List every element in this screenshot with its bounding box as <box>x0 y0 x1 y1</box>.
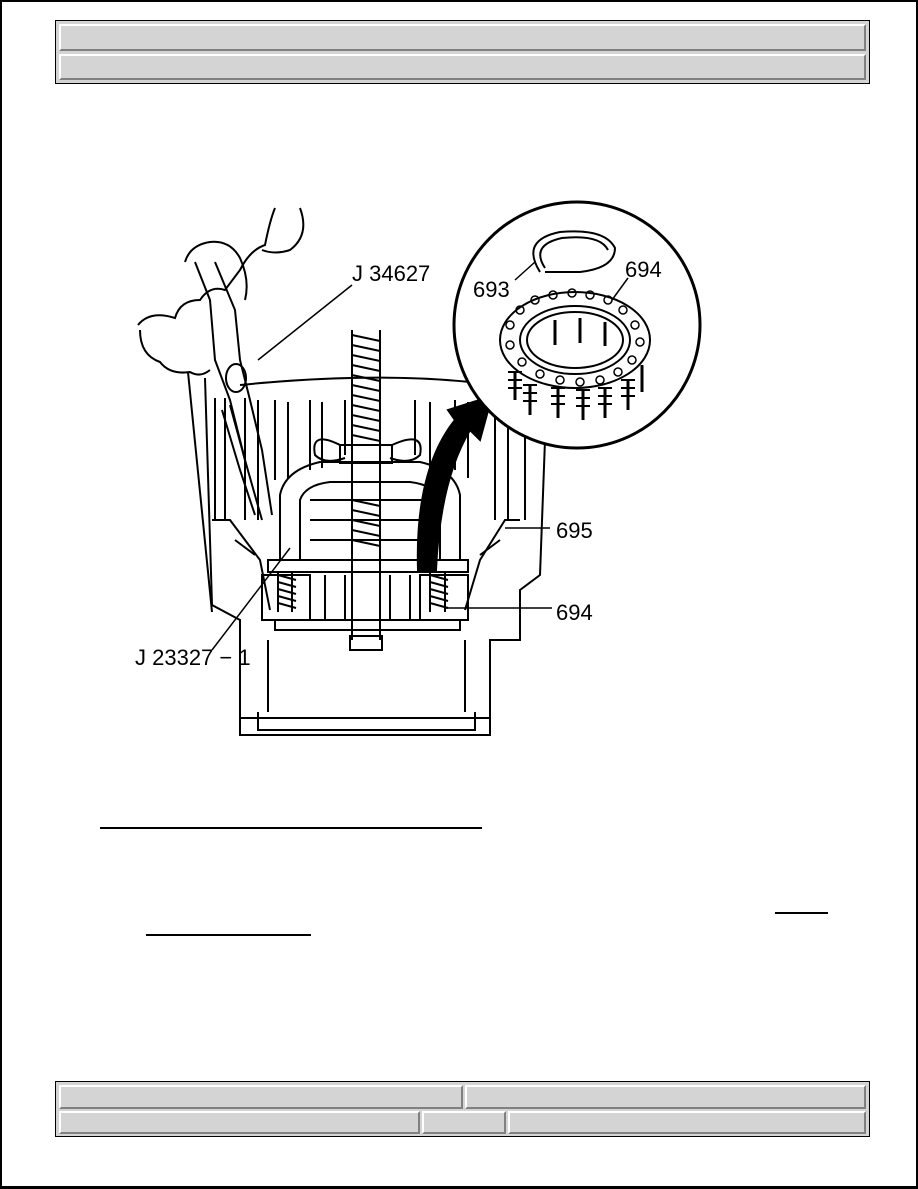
footer-table <box>55 1081 870 1137</box>
callout-694-detail: 694 <box>625 257 662 282</box>
reference-link-underline-a[interactable] <box>775 912 828 914</box>
callout-j23327-1: J 23327 − 1 <box>135 645 251 670</box>
footer-cell-left-bottom <box>59 1111 420 1134</box>
callout-694: 694 <box>556 600 593 625</box>
threaded-rod <box>313 330 422 651</box>
callout-693: 693 <box>473 277 510 302</box>
footer-cell-right-top <box>465 1085 866 1109</box>
footer-cell-right-bottom <box>508 1111 866 1134</box>
header-cell-title <box>59 24 866 51</box>
footer-cell-left-top <box>59 1085 463 1109</box>
header-cell-subtitle <box>59 54 866 80</box>
header-table <box>55 20 870 84</box>
technical-illustration: J 34627 J 23327 − 1 693 694 695 694 <box>135 200 702 736</box>
reference-link-underline-b[interactable] <box>146 934 311 936</box>
direction-arrow <box>416 394 494 571</box>
section-link-underline[interactable] <box>100 827 482 829</box>
callout-695: 695 <box>556 518 593 543</box>
piston-springs <box>261 572 469 621</box>
detail-magnifier <box>452 200 702 450</box>
transmission-housing <box>204 376 547 736</box>
hand-with-pliers <box>137 207 305 613</box>
leader-lines <box>211 261 629 651</box>
callout-j34627: J 34627 <box>352 261 430 286</box>
footer-cell-middle-bottom <box>422 1111 506 1134</box>
